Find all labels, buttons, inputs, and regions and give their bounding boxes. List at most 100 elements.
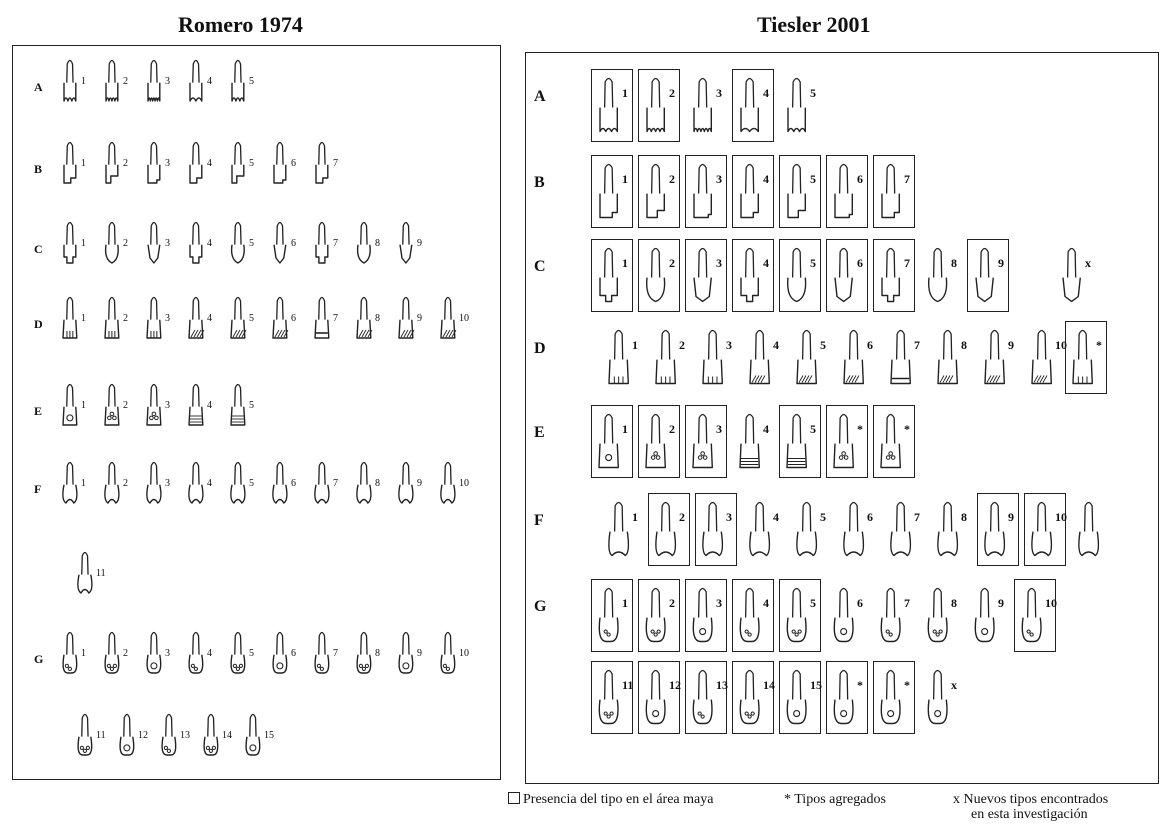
tooth-number: 7 xyxy=(333,238,338,249)
tooth-number: 2 xyxy=(669,256,675,271)
tooth-icon xyxy=(186,630,206,675)
tooth-number: 7 xyxy=(914,338,920,353)
tooth-icon xyxy=(794,328,819,386)
tooth-icon xyxy=(438,295,458,340)
tooth-number: 5 xyxy=(249,478,254,489)
tooth-icon xyxy=(228,382,248,427)
tooth-icon xyxy=(312,140,332,185)
tooth-icon xyxy=(312,630,332,675)
tooth-number: 9 xyxy=(417,313,422,324)
tooth-icon xyxy=(1029,500,1054,558)
tooth-number: 5 xyxy=(810,422,816,437)
tooth-icon xyxy=(312,220,332,265)
tooth-icon xyxy=(102,382,122,427)
tooth-icon xyxy=(396,220,416,265)
tiesler-row-label: D xyxy=(534,340,546,358)
tooth-number: 13 xyxy=(716,678,728,693)
tooth-number: 10 xyxy=(459,648,469,659)
tooth-icon xyxy=(354,460,374,505)
tooth-icon xyxy=(1076,500,1101,558)
tooth-icon xyxy=(186,140,206,185)
tooth-icon xyxy=(596,76,621,134)
tooth-number: 4 xyxy=(773,338,779,353)
tooth-number: 4 xyxy=(207,76,212,87)
tooth-number: 4 xyxy=(207,400,212,411)
tooth-number: 3 xyxy=(165,400,170,411)
tooth-icon xyxy=(888,328,913,386)
tooth-number: 6 xyxy=(291,648,296,659)
tooth-number: 2 xyxy=(669,422,675,437)
tooth-number: 12 xyxy=(669,678,681,693)
tooth-icon xyxy=(737,76,762,134)
tooth-icon xyxy=(102,140,122,185)
tooth-icon xyxy=(186,220,206,265)
tooth-icon xyxy=(794,500,819,558)
tooth-icon xyxy=(700,500,725,558)
tooth-icon xyxy=(784,162,809,220)
tooth-number: 4 xyxy=(763,86,769,101)
tooth-number: 12 xyxy=(138,730,148,741)
tooth-number: 7 xyxy=(333,313,338,324)
tooth-icon xyxy=(438,460,458,505)
tooth-number: 1 xyxy=(81,238,86,249)
tooth-number: * xyxy=(857,678,863,693)
tooth-number: 8 xyxy=(961,338,967,353)
tooth-number: 8 xyxy=(951,596,957,611)
tiesler-row-label: A xyxy=(534,88,546,106)
tooth-icon xyxy=(643,668,668,726)
tooth-icon xyxy=(925,246,950,304)
tooth-icon xyxy=(831,412,856,470)
tooth-icon xyxy=(935,500,960,558)
tooth-number: 2 xyxy=(123,158,128,169)
tooth-number: 14 xyxy=(222,730,232,741)
tooth-icon xyxy=(831,246,856,304)
tooth-number: 1 xyxy=(622,422,628,437)
legend-presence-text: Presencia del tipo en el área maya xyxy=(523,792,713,807)
tooth-number: 4 xyxy=(763,596,769,611)
tooth-icon xyxy=(144,382,164,427)
tooth-icon xyxy=(60,220,80,265)
tooth-icon xyxy=(117,712,137,757)
tooth-icon xyxy=(690,162,715,220)
tooth-number: 5 xyxy=(810,596,816,611)
tooth-number: 5 xyxy=(249,238,254,249)
tiesler-row-label: B xyxy=(534,174,545,192)
tooth-icon xyxy=(643,162,668,220)
tooth-icon xyxy=(228,220,248,265)
tooth-icon xyxy=(144,140,164,185)
legend-new-line1: x Nuevos tipos encontrados xyxy=(953,792,1108,807)
tooth-icon xyxy=(60,140,80,185)
tooth-number: 1 xyxy=(632,338,638,353)
tooth-number: 3 xyxy=(165,478,170,489)
tooth-icon xyxy=(312,460,332,505)
tooth-number: 3 xyxy=(716,596,722,611)
tooth-number: 4 xyxy=(763,256,769,271)
tooth-number: 2 xyxy=(679,510,685,525)
tooth-icon xyxy=(186,295,206,340)
tooth-number: 2 xyxy=(123,238,128,249)
tooth-icon xyxy=(606,328,631,386)
tooth-number: 3 xyxy=(165,76,170,87)
tooth-number: 1 xyxy=(622,172,628,187)
tooth-number: 2 xyxy=(669,86,675,101)
tooth-icon xyxy=(888,500,913,558)
tooth-number: 2 xyxy=(679,338,685,353)
tooth-icon xyxy=(186,460,206,505)
tooth-number: 6 xyxy=(867,510,873,525)
tooth-number: 5 xyxy=(249,158,254,169)
tooth-number: 3 xyxy=(165,313,170,324)
tooth-number: 7 xyxy=(914,510,920,525)
tooth-icon xyxy=(784,668,809,726)
tooth-icon xyxy=(60,460,80,505)
tooth-icon xyxy=(831,668,856,726)
tooth-number: 2 xyxy=(123,648,128,659)
tooth-icon xyxy=(270,295,290,340)
tooth-icon xyxy=(228,140,248,185)
tooth-number: 15 xyxy=(810,678,822,693)
tooth-icon xyxy=(228,58,248,103)
tooth-number: 5 xyxy=(820,338,826,353)
tooth-icon xyxy=(878,412,903,470)
tooth-number: 5 xyxy=(820,510,826,525)
tooth-icon xyxy=(354,630,374,675)
tooth-icon xyxy=(737,246,762,304)
